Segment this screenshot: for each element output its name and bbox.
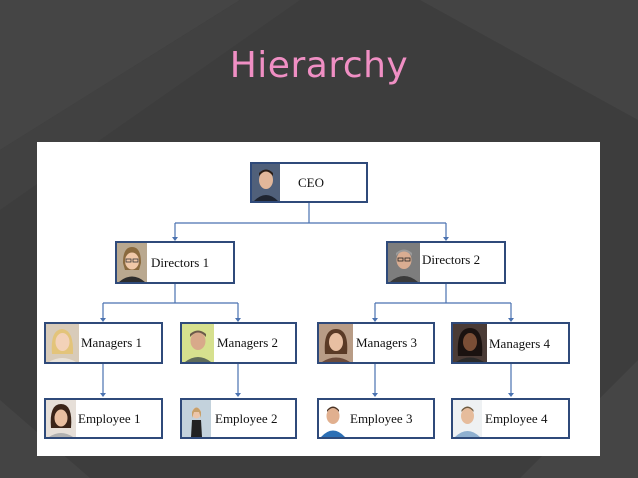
manager-4-label: Managers 4 [489,336,551,351]
manager-2-label: Managers 2 [217,335,279,350]
employee-2-label: Employee 2 [215,410,278,426]
manager-3-label: Managers 3 [356,335,418,350]
employee-3-label: Employee 3 [350,410,413,426]
director-2-label: Directors 2 [422,251,481,267]
manager-2-avatar [182,324,214,362]
director-2-node: Directors 2 [386,241,506,284]
manager-1-label: Managers 1 [81,335,143,350]
ceo-label: CEO [298,174,324,190]
manager-1-avatar [46,324,79,362]
director-1-avatar [117,243,147,282]
employee-4-node: Employee 4 [451,398,570,439]
employee-3-avatar [319,400,347,437]
connector-lines [100,203,514,397]
manager-4-node: Managers 4 [451,322,570,364]
employee-1-avatar [46,400,76,437]
employee-4-label: Employee 4 [485,410,548,426]
employee-1-node: Employee 1 [44,398,163,439]
org-chart-panel: CEO Directors 1 Dir [37,142,600,456]
employee-4-avatar [453,400,482,437]
manager-4-avatar [453,324,487,362]
employee-1-label: Employee 1 [78,410,141,426]
director-2-avatar [388,243,420,282]
employee-3-node: Employee 3 [317,398,435,439]
employee-2-avatar [182,400,211,437]
director-1-label: Directors 1 [151,254,210,270]
ceo-avatar [252,164,280,201]
employee-2-node: Employee 2 [180,398,297,439]
slide-title: Hierarchy [229,45,409,86]
manager-1-node: Managers 1 [44,322,163,364]
director-1-node: Directors 1 [115,241,235,284]
manager-3-avatar [319,324,353,362]
manager-2-node: Managers 2 [180,322,297,364]
ceo-node: CEO [250,162,368,203]
manager-3-node: Managers 3 [317,322,435,364]
